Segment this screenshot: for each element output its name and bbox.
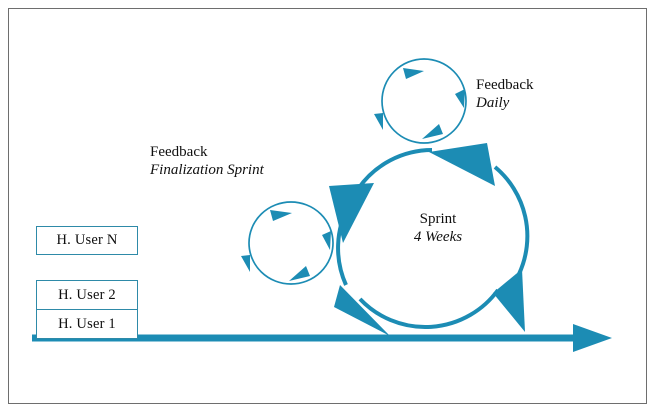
sprint-arrowhead-right (493, 269, 525, 332)
sprint-arrowhead-bottom-left (334, 285, 390, 336)
finalization-arrowhead-top (270, 210, 292, 221)
finalization-arrowhead-bottom (289, 266, 310, 281)
finalization-arrowhead-left (241, 255, 250, 272)
finalization-arrowhead-right (322, 231, 331, 250)
daily-arrowhead-left (374, 113, 383, 130)
user-box-1[interactable]: H. User 1 (36, 309, 138, 339)
daily-arrowhead-right (455, 89, 465, 108)
sprint-cycle (329, 143, 530, 336)
user-box-2[interactable]: H. User 2 (36, 280, 138, 310)
sprint-arrowhead-top-right (429, 143, 495, 186)
user-box-n[interactable]: H. User N (36, 226, 138, 255)
daily-feedback-cycle (374, 58, 467, 144)
timeline-arrow (32, 324, 612, 352)
sprint-arrowhead-left (329, 183, 374, 243)
finalization-feedback-cycle (241, 201, 334, 285)
user-box-stack: H. User 2 H. User 1 (36, 280, 138, 339)
daily-arrowhead-bottom (422, 124, 443, 139)
daily-arrowhead-top (403, 68, 424, 79)
